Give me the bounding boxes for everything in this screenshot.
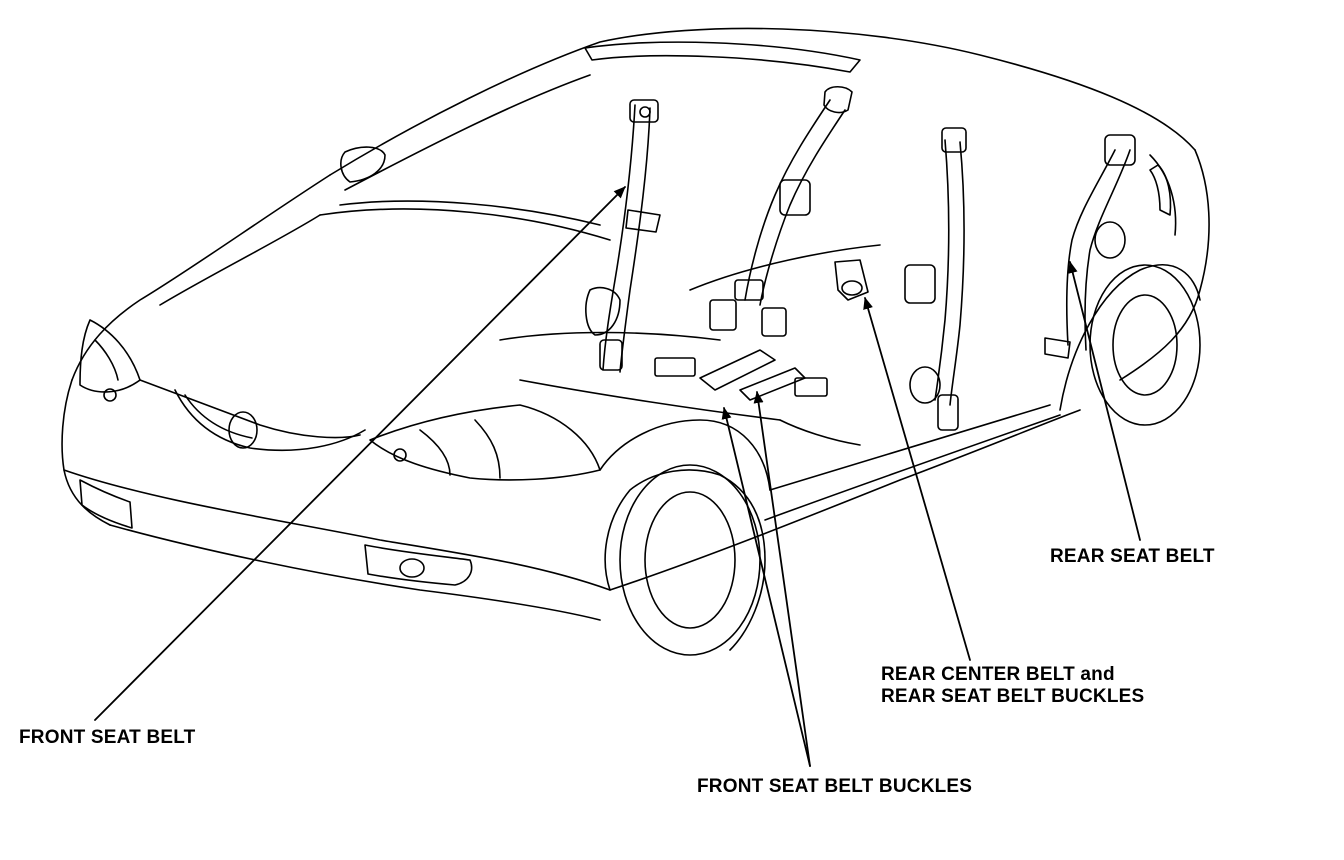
front-buckles: [655, 300, 827, 400]
rear-seat-belt-left: [905, 128, 966, 430]
rear-center-belt-label: REAR CENTER BELT and REAR SEAT BELT BUCK…: [881, 664, 1144, 708]
leader-front-buckle-right: [753, 391, 810, 766]
rear-center-label-line2: REAR SEAT BELT BUCKLES: [881, 686, 1145, 707]
rear-seat-belt-right: [1045, 135, 1135, 358]
rear-center-label-line1: REAR CENTER BELT and: [881, 664, 1115, 685]
rear-seat-belt-label: REAR SEAT BELT: [1050, 546, 1215, 567]
front-seat-belt-buckles-label: FRONT SEAT BELT BUCKLES: [697, 776, 973, 797]
leader-front-seat-belt: [95, 187, 625, 720]
rear-center-buckles: [835, 260, 868, 300]
leader-rear-seat-belt: [1067, 261, 1140, 540]
front-seat-belt-driver: [586, 100, 660, 372]
front-seat-belt-passenger: [735, 87, 852, 305]
leader-lines: [95, 187, 1140, 766]
leader-rear-center-buckles: [863, 297, 970, 660]
car-body: [62, 28, 1209, 655]
leader-front-buckle-left: [721, 407, 810, 766]
front-seat-belt-label: FRONT SEAT BELT: [19, 727, 196, 748]
